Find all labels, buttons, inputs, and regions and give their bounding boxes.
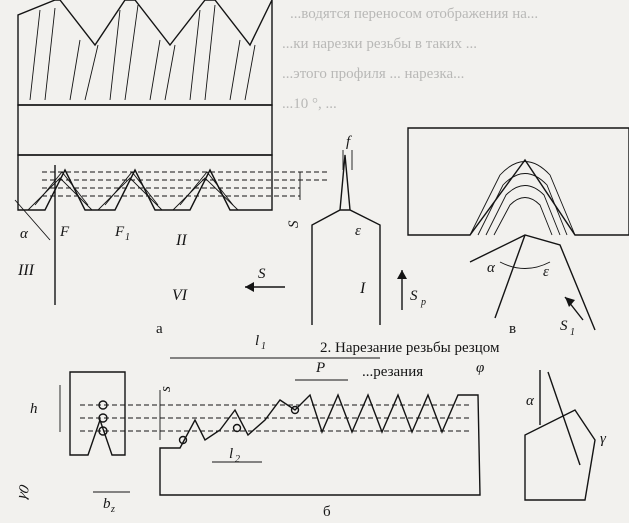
label-F1: F	[114, 224, 125, 240]
label-VI: VI	[172, 287, 188, 304]
label-l2: l	[229, 446, 233, 462]
label-bz-sub: z	[110, 504, 115, 515]
caption-b: б	[323, 504, 331, 520]
gamma-reference	[547, 371, 581, 466]
label-alpha-v: α	[487, 260, 496, 276]
label-I: I	[359, 280, 366, 297]
label-f: f	[346, 134, 352, 150]
label-S1: S	[560, 318, 568, 334]
label-Sp: S	[286, 220, 302, 228]
label-Sp-arrow: S	[410, 288, 418, 304]
cutter-tool-I	[311, 209, 381, 325]
bleed-line-1: ...водятся переносом отображения на...	[290, 6, 538, 22]
label-l2-sub: 2	[235, 454, 240, 465]
caption-v: в	[509, 321, 516, 337]
tool-hatched-b	[69, 371, 126, 456]
cutter-v	[469, 234, 596, 331]
label-h: h	[30, 401, 38, 417]
bleed-line-4: ...10 °, ...	[282, 96, 337, 112]
workpiece-hatched-v	[407, 127, 629, 236]
label-P: P	[315, 360, 325, 376]
tool-hatched-g	[524, 409, 596, 501]
caption-fragment-1: 2. Нарезание резьбы резцом	[320, 340, 500, 356]
label-S: S	[258, 266, 266, 282]
label-s2: s	[158, 386, 174, 392]
label-II: II	[175, 232, 187, 249]
workpiece-thread	[159, 393, 481, 496]
label-epsilon: ε	[355, 223, 361, 239]
label-epsilon-v: ε	[543, 264, 549, 280]
label-F1-sub: 1	[125, 232, 130, 243]
alpha-guide	[14, 199, 51, 241]
arrow-S	[245, 282, 285, 292]
label-Sp-arrow-sub: р	[420, 297, 426, 308]
tool-thread-teeth	[17, 154, 273, 211]
label-alpha-g: α	[526, 393, 535, 409]
label-S1-sub: 1	[570, 327, 575, 338]
tool-teeth-upper	[17, 0, 273, 106]
bleed-line-3: ...этого профиля ... нарезка...	[282, 66, 464, 82]
bleed-line-2: ...ки нарезки резьбы в таких ...	[282, 36, 477, 52]
panel-g: α γ	[524, 370, 607, 501]
bleed-through-text: ...водятся переносом отображения на... .…	[282, 6, 538, 112]
panel-a: α F F 1 II III S VI I f ε S S р а	[14, 0, 426, 337]
label-bz: b	[103, 496, 111, 512]
label-l1: l	[255, 333, 259, 349]
label-l1-sub: 1	[261, 341, 266, 352]
label-F: F	[59, 224, 70, 240]
label-III: III	[17, 262, 35, 279]
label-y0: γ0	[14, 483, 34, 502]
label-gamma-g: γ	[600, 431, 607, 447]
tool-body-hatched	[17, 104, 273, 156]
label-alpha: α	[20, 226, 29, 242]
arrow-Sp	[397, 270, 407, 310]
panel-v: α ε S 1 в	[407, 127, 629, 338]
label-phi: φ	[476, 360, 484, 376]
caption-fragment-2: ...резания	[362, 364, 423, 380]
panel-b: l 1 P φ h s l 2 b z γ0 б	[14, 333, 484, 520]
caption-a: а	[156, 321, 163, 337]
